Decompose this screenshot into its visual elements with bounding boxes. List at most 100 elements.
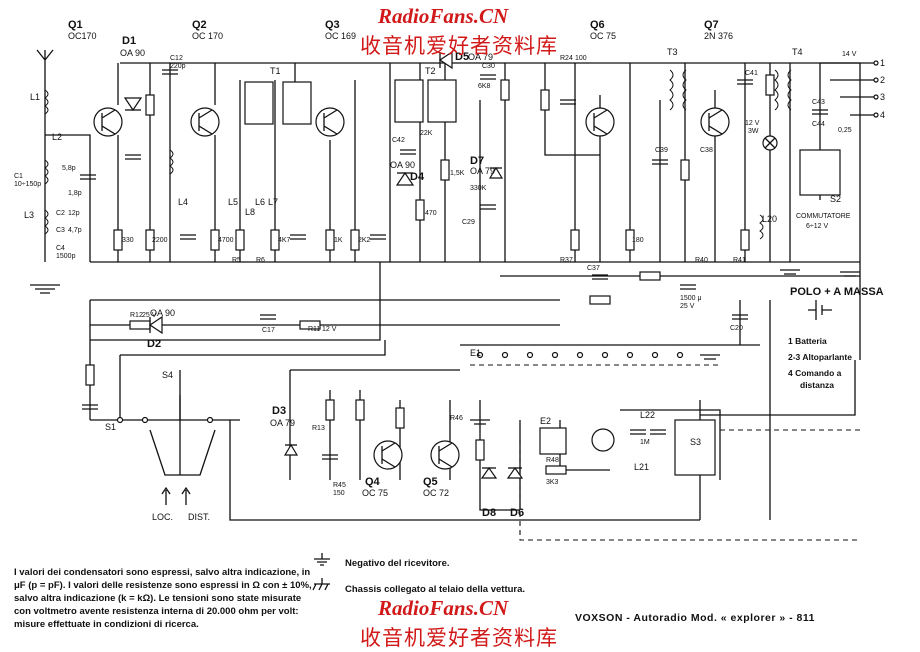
loc-dist-switch xyxy=(116,395,216,505)
label-d5-type: OA 79 xyxy=(468,52,493,62)
terminal-dots xyxy=(873,60,879,118)
switch-linkage xyxy=(470,364,860,541)
terminal-2: 2 xyxy=(880,75,885,85)
label-c38: C38 xyxy=(700,147,713,154)
label-d6: D6 xyxy=(510,507,524,519)
label-q1: Q1 xyxy=(68,19,83,31)
label-c1: C1 xyxy=(14,173,23,180)
value-c29: 330K xyxy=(470,185,487,192)
label-r37: R37 xyxy=(560,257,573,264)
label-r5: R5 xyxy=(232,257,241,264)
label-r48: R48 xyxy=(546,457,559,464)
relay-e1-contacts xyxy=(476,351,684,359)
label-3w: 3W xyxy=(748,128,759,135)
watermark-cn-bottom: 收音机爱好者资料库 xyxy=(360,626,558,650)
label-r12: R12 xyxy=(130,312,143,319)
label-l1: L1 xyxy=(30,92,40,102)
label-q2: Q2 xyxy=(192,19,207,31)
label-polo-massa: POLO + A MASSA xyxy=(790,286,884,298)
value-r-q3: 1K xyxy=(334,237,343,244)
label-l3: L3 xyxy=(24,210,34,220)
key-line-2: 2-3 Altoparlante xyxy=(788,352,852,362)
label-q5: Q5 xyxy=(423,476,438,488)
value-r-q2: 4700 xyxy=(218,237,234,244)
label-d2-type: OA 90 xyxy=(150,308,175,318)
battery-symbol xyxy=(808,300,832,320)
transistor-q5 xyxy=(430,440,460,470)
label-c12-value: 220p xyxy=(170,63,186,70)
label-l4: L4 xyxy=(178,197,188,207)
footer-title: VOXSON - Autoradio Mod. « explorer » - 8… xyxy=(575,612,815,624)
label-c30: C30 xyxy=(482,63,495,70)
label-l20: L20 xyxy=(762,214,777,224)
value-r-det: 470 xyxy=(425,210,437,217)
label-q4-type: OC 75 xyxy=(362,488,388,498)
label-r41: R41 xyxy=(733,257,746,264)
value-c44: 0,25 xyxy=(838,127,852,134)
label-r11-value: 12 V xyxy=(322,326,337,333)
label-14v: 14 V xyxy=(842,51,857,58)
label-r11: R11 xyxy=(308,326,320,333)
label-q7: Q7 xyxy=(704,19,719,31)
terminal-4: 4 xyxy=(880,110,885,120)
label-r46: R46 xyxy=(450,415,463,422)
value-c-out: 1500 μ xyxy=(680,295,702,302)
chassis-legend-icon xyxy=(312,578,330,591)
legend-ground: Negativo del ricevitore. xyxy=(345,558,450,569)
label-d3: D3 xyxy=(272,405,286,417)
lamp-and-commutator xyxy=(762,135,841,196)
label-r24-value: 100 xyxy=(575,55,587,62)
label-d3-type: OA 79 xyxy=(270,418,295,428)
label-t1: T1 xyxy=(270,66,281,76)
transistor-q6 xyxy=(585,107,615,137)
value-r-det2: 1,5K xyxy=(450,170,465,177)
key-line-3: 4 Comando a xyxy=(788,368,842,378)
label-t3: T3 xyxy=(667,47,678,57)
label-s1: S1 xyxy=(105,422,116,432)
capacitors xyxy=(80,69,828,460)
label-c4-value: 1500p xyxy=(56,253,76,260)
label-c2: C2 xyxy=(56,210,65,217)
label-c43: C43 xyxy=(812,99,825,106)
relay-e2 xyxy=(539,419,716,476)
label-q5-type: OC 72 xyxy=(423,488,449,498)
label-q3-type: OC 169 xyxy=(325,31,356,41)
component-notes: I valori dei condensatori sono espressi,… xyxy=(14,567,312,630)
label-c37: C37 xyxy=(587,265,600,272)
label-q3: Q3 xyxy=(325,19,340,31)
ground-legend-icon xyxy=(314,553,330,566)
label-c41: C41 xyxy=(745,70,758,77)
label-r24: R24 xyxy=(560,55,573,62)
transistor-q1 xyxy=(93,107,123,137)
label-s3: S3 xyxy=(690,437,701,447)
value-c-e2: 1M xyxy=(640,439,650,446)
label-c39: C39 xyxy=(655,147,668,154)
label-q1-type: OC170 xyxy=(68,31,97,41)
label-q6-type: OC 75 xyxy=(590,31,616,41)
label-t4: T4 xyxy=(792,47,803,57)
ground-symbols xyxy=(30,269,860,425)
watermark-cn-top: 收音机爱好者资料库 xyxy=(360,34,558,58)
value-c-q3: 2K2 xyxy=(358,237,371,244)
label-d1: D1 xyxy=(122,35,136,47)
label-d1-type: OA 90 xyxy=(120,48,145,58)
label-loc: LOC. xyxy=(152,512,173,522)
label-c44: C44 xyxy=(812,121,825,128)
label-c3-value: 4,7p xyxy=(68,227,82,234)
label-l5: L5 xyxy=(228,197,238,207)
label-c2-value: 12p xyxy=(68,210,80,217)
label-c1-value: 10÷150p xyxy=(14,181,41,188)
label-r12-value: 25 V xyxy=(142,312,157,319)
legend-chassis: Chassis collegato al telaio della vettur… xyxy=(345,584,526,595)
label-l8: L8 xyxy=(245,207,255,217)
watermark-site-top: RadioFans.CN xyxy=(378,4,509,28)
label-c3: C3 xyxy=(56,227,65,234)
label-e2: E2 xyxy=(540,416,551,426)
antenna-symbol xyxy=(36,49,54,70)
label-c17: C17 xyxy=(262,327,275,334)
key-line-1: 1 Batteria xyxy=(788,336,827,346)
value-r-q1-emitter: 330 xyxy=(122,237,134,244)
label-s2: S2 xyxy=(830,194,841,204)
label-r40: R40 xyxy=(695,257,708,264)
transformers xyxy=(44,69,792,240)
